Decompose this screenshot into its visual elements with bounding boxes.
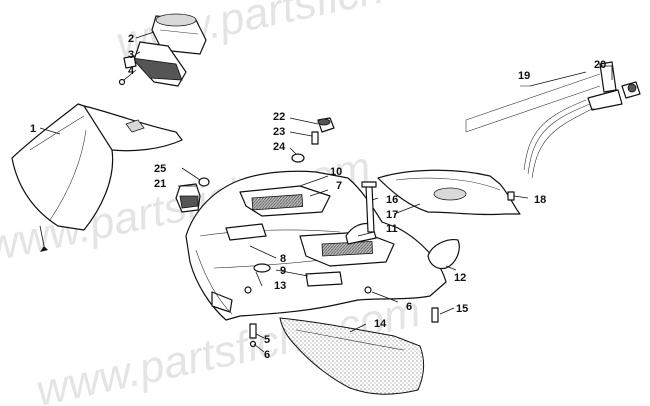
part-knob-fasteners [289, 117, 335, 163]
part-console-body [185, 170, 447, 321]
callout-3: 3 [128, 49, 134, 61]
callout-20: 20 [594, 59, 606, 71]
callout-15: 15 [456, 303, 468, 315]
callout-6a: 6 [264, 349, 270, 361]
part-right-shroud [377, 169, 521, 216]
callout-7: 7 [336, 180, 342, 192]
callout-19: 19 [518, 70, 530, 82]
part-cable-assembly [465, 61, 641, 201]
callout-5: 5 [264, 334, 270, 346]
callout-labels: 1 2 3 4 5 6 6 7 8 9 10 11 12 13 14 15 16… [30, 33, 606, 361]
callout-14: 14 [374, 318, 387, 330]
fasteners [249, 181, 455, 353]
part-windshield [11, 103, 183, 252]
part-connector [175, 167, 210, 213]
callout-6b: 6 [406, 301, 412, 313]
part-lens [427, 239, 460, 271]
callout-1: 1 [30, 123, 36, 135]
callout-23: 23 [273, 126, 285, 138]
callout-9: 9 [280, 265, 286, 277]
callout-21: 21 [154, 178, 166, 190]
callout-12: 12 [454, 272, 466, 284]
callout-18: 18 [534, 194, 546, 206]
part-headlight-assembly [118, 13, 207, 87]
callout-8: 8 [280, 253, 286, 265]
callout-2: 2 [128, 33, 134, 45]
callout-13: 13 [274, 280, 286, 292]
callout-17: 17 [386, 209, 398, 221]
callout-22: 22 [273, 111, 285, 123]
callout-25: 25 [154, 163, 166, 175]
callout-11: 11 [386, 223, 398, 235]
part-lower-panel [279, 317, 425, 395]
callout-16: 16 [386, 194, 398, 206]
callout-24: 24 [273, 141, 286, 153]
callout-10: 10 [330, 166, 342, 178]
callout-4: 4 [128, 65, 135, 77]
